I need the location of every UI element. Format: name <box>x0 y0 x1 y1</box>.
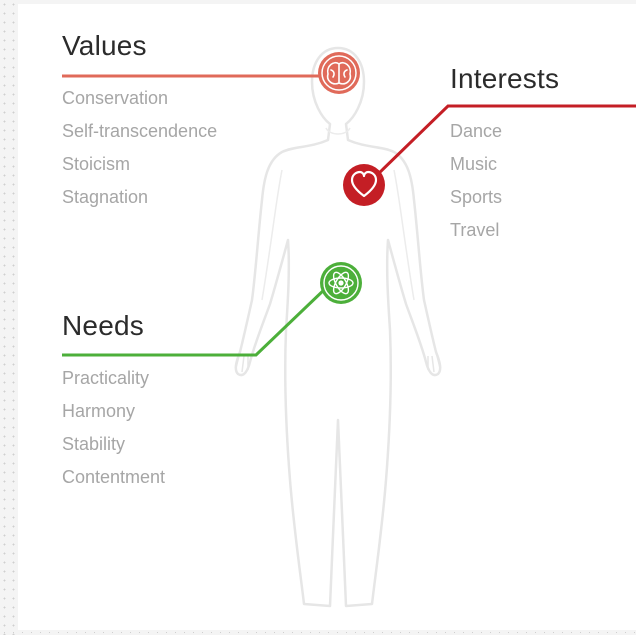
needs-item: Harmony <box>62 401 136 421</box>
body-right-hand <box>427 351 441 373</box>
needs-connector <box>62 286 328 357</box>
interests-item: Sports <box>450 187 503 207</box>
interests-item: Travel <box>450 220 500 240</box>
dotted-background <box>0 0 18 635</box>
body-silhouette <box>234 46 442 608</box>
values-item: Stoicism <box>62 154 131 174</box>
atom-icon <box>320 262 362 304</box>
interests-item: Music <box>450 154 498 174</box>
values-title: Values <box>62 30 147 61</box>
needs-item: Stability <box>62 434 126 454</box>
interests-list: Dance Music Sports Travel <box>450 115 502 247</box>
interests-connector <box>374 104 636 178</box>
needs-title: Needs <box>62 310 144 341</box>
interests-title: Interests <box>450 63 560 94</box>
body-neck <box>325 127 351 135</box>
values-item: Self-transcendence <box>62 121 218 141</box>
body-right-arm-inner <box>393 169 415 301</box>
values-item: Stagnation <box>62 187 149 207</box>
values-list: Conservation Self-transcendence Stoicism… <box>62 82 217 214</box>
diagram-card <box>18 4 636 630</box>
brain-icon <box>318 52 360 94</box>
dotted-background-bottom <box>0 630 636 635</box>
needs-item: Contentment <box>62 467 166 487</box>
interests-item: Dance <box>450 121 503 141</box>
body-left-arm-inner <box>261 169 283 301</box>
heart-icon <box>343 164 385 206</box>
needs-item: Practicality <box>62 368 150 388</box>
needs-list: Practicality Harmony Stability Contentme… <box>62 362 165 494</box>
values-item: Conservation <box>62 88 169 108</box>
